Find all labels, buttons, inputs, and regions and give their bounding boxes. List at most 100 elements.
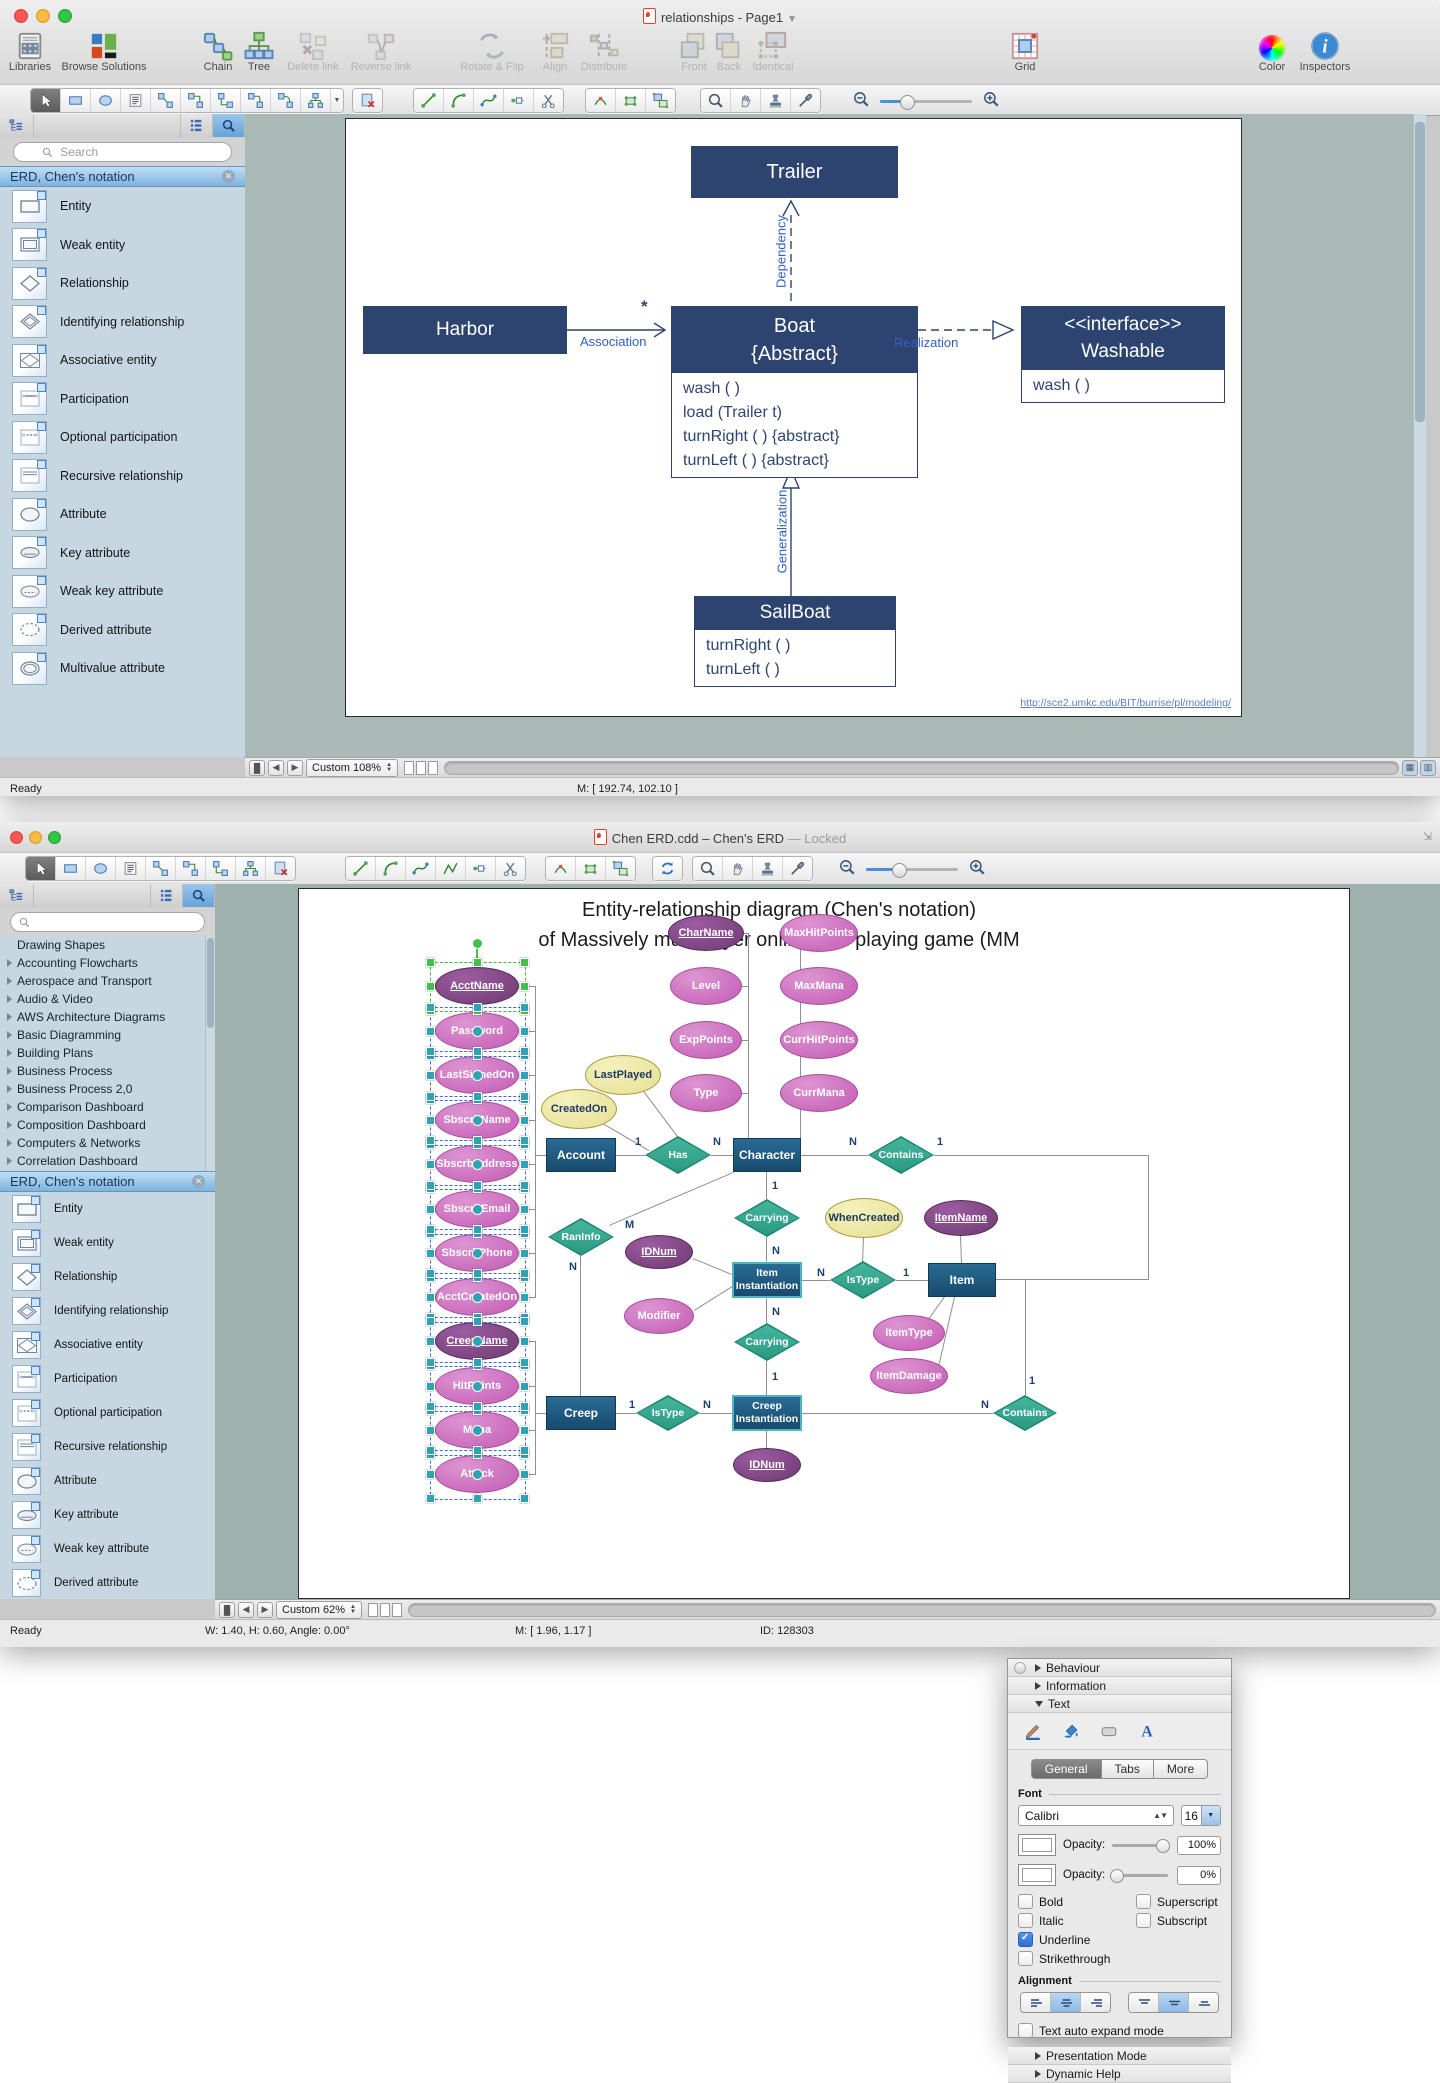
opacity-slider-1[interactable]	[1112, 1838, 1171, 1853]
selection-handle[interactable]	[520, 1426, 529, 1435]
selection-handle[interactable]	[426, 1470, 435, 1479]
app-button-tree[interactable]: Tree	[241, 27, 277, 73]
tool-select[interactable]	[26, 857, 56, 880]
stencil-item-weak-key-attribute[interactable]: Weak key attribute	[0, 1532, 215, 1566]
erd-node-itemdamage[interactable]: ItemDamage	[870, 1358, 948, 1394]
erd-node-character[interactable]: Character	[733, 1138, 801, 1172]
tool-rectangle[interactable]	[56, 857, 86, 880]
inspector-section-text[interactable]: Text	[1008, 1695, 1231, 1713]
tool-bezier[interactable]	[406, 857, 436, 880]
solution-item-comparison-dashboard[interactable]: Comparison Dashboard	[0, 1098, 215, 1116]
tool-connector-rounded[interactable]	[241, 89, 271, 112]
app-button-color[interactable]: Color	[1251, 27, 1293, 73]
selection-handle[interactable]	[473, 1181, 482, 1190]
minimize-button[interactable]	[29, 831, 42, 844]
erd-node-raninfo[interactable]: RanInfo	[548, 1218, 614, 1256]
selection-handle[interactable]	[520, 1317, 529, 1326]
app-button-delete-link[interactable]: Delete link	[281, 27, 345, 73]
app-button-reverse-link[interactable]: Reverse link	[343, 27, 419, 73]
erd-node-maxhitpoints[interactable]: MaxHitPoints	[780, 914, 858, 952]
tool-text[interactable]	[121, 89, 151, 112]
stencil-item-recursive-relationship[interactable]: Recursive relationship	[0, 1430, 215, 1464]
erd-node-currhitpoints[interactable]: CurrHitPoints	[780, 1021, 858, 1059]
tool-stamp[interactable]	[753, 857, 783, 880]
selection-handle[interactable]	[473, 1269, 482, 1278]
checkbox-subscript[interactable]: Subscript	[1136, 1913, 1218, 1928]
selection-handle[interactable]	[520, 1225, 529, 1234]
text-pen-icon[interactable]	[1018, 1719, 1048, 1743]
selection-handle[interactable]	[426, 1003, 435, 1012]
app-button-rotate-flip[interactable]: Rotate & Flip	[453, 27, 531, 73]
tool-select[interactable]	[31, 89, 61, 112]
solution-item-drawing-shapes[interactable]: Drawing Shapes	[17, 938, 106, 952]
vertical-scrollbar[interactable]	[1413, 114, 1426, 757]
checkbox-box[interactable]	[1018, 1894, 1033, 1909]
tool-scissors[interactable]	[496, 857, 525, 880]
panel-dot-icon[interactable]	[1014, 1661, 1026, 1674]
selection-handle[interactable]	[426, 1092, 435, 1101]
selection-handle[interactable]	[520, 1181, 529, 1190]
inspector-section-presentation[interactable]: Presentation Mode	[1008, 2047, 1231, 2065]
tool-ellipse[interactable]	[91, 89, 121, 112]
tool-line[interactable]	[414, 89, 444, 112]
app-button-grid[interactable]: Grid	[1006, 27, 1044, 73]
scroll-right-button[interactable]: ▶	[257, 1601, 273, 1618]
selection-handle[interactable]	[473, 1446, 482, 1455]
uml-page[interactable]: Trailer Harbor Boat{Abstract} wash ( )lo…	[345, 118, 1242, 717]
tool-polyline[interactable]	[436, 857, 466, 880]
erd-node-sbscrbemail[interactable]: SbscrbEmail	[435, 1190, 519, 1228]
corner-icons[interactable]: ▦▥	[1402, 759, 1436, 776]
tool-disconnect[interactable]	[266, 857, 295, 880]
erd-node-contains[interactable]: Contains	[868, 1136, 934, 1174]
zoom-in-icon[interactable]	[982, 90, 1000, 113]
resize-icon[interactable]: ⇲	[1422, 831, 1432, 843]
source-link[interactable]: http://sce2.umkc.edu/BIT/burrise/pl/mode…	[1020, 697, 1231, 709]
solutions-scrollbar[interactable]	[205, 936, 215, 1171]
auto-expand-checkbox[interactable]: Text auto expand mode	[1018, 2023, 1231, 2038]
tool-reshape[interactable]	[586, 89, 616, 112]
tool-connector-elbow[interactable]	[181, 89, 211, 112]
tab-tabs[interactable]: Tabs	[1100, 1759, 1153, 1779]
tool-connector-line[interactable]	[151, 89, 181, 112]
text-color-swatch[interactable]	[1018, 1834, 1056, 1856]
center-handle[interactable]	[472, 1469, 483, 1480]
search-view-button[interactable]	[183, 884, 215, 907]
tool-connector-elbow[interactable]	[176, 857, 206, 880]
selection-handle[interactable]	[426, 1402, 435, 1411]
center-handle[interactable]	[472, 1336, 483, 1347]
inspector-section-information[interactable]: Information	[1008, 1677, 1231, 1695]
selection-handle[interactable]	[426, 1071, 435, 1080]
selection-handle[interactable]	[473, 1003, 482, 1012]
tool-eyedropper[interactable]	[783, 857, 812, 880]
erd-node-type[interactable]: Type	[670, 1074, 742, 1112]
zoom-slider-knob[interactable]	[892, 863, 908, 878]
tool-line[interactable]	[346, 857, 376, 880]
search-view-button[interactable]	[213, 114, 245, 137]
font-size-dropdown[interactable]: 16▼	[1181, 1805, 1221, 1826]
center-handle[interactable]	[472, 1115, 483, 1126]
selection-handle[interactable]	[520, 1092, 529, 1101]
selection-handle[interactable]	[520, 1136, 529, 1145]
valign-middle-button[interactable]	[1159, 1993, 1189, 2012]
center-handle[interactable]	[472, 1026, 483, 1037]
selection-handle[interactable]	[473, 958, 482, 967]
tool-zoom-tool[interactable]	[701, 89, 731, 112]
font-icon[interactable]: A	[1132, 1719, 1162, 1743]
zoom-stepper[interactable]: ▲▼	[349, 1603, 356, 1615]
tool-rotate-shape[interactable]	[616, 89, 646, 112]
scroll-left-button[interactable]: ◀	[268, 759, 284, 776]
stencil-item-participation[interactable]: Participation	[0, 1362, 215, 1396]
tool-text[interactable]	[116, 857, 146, 880]
erd-node-istype[interactable]: IsType	[636, 1395, 700, 1431]
zoom-button[interactable]	[48, 831, 61, 844]
interface-washable[interactable]: <<interface>>Washable wash ( )	[1021, 306, 1225, 404]
inspector-section-dynamic-help[interactable]: Dynamic Help	[1008, 2065, 1231, 2083]
tool-connector-tree[interactable]	[301, 89, 331, 112]
erd-node-item[interactable]: Item	[928, 1263, 996, 1297]
selection-handle[interactable]	[426, 1426, 435, 1435]
erd-node-charname[interactable]: CharName	[668, 915, 744, 951]
stencil-item-key-attribute[interactable]: Key attribute	[0, 534, 245, 573]
close-icon[interactable]: ✕	[192, 1175, 205, 1188]
inspector-section-behaviour[interactable]: Behaviour	[1008, 1659, 1231, 1677]
